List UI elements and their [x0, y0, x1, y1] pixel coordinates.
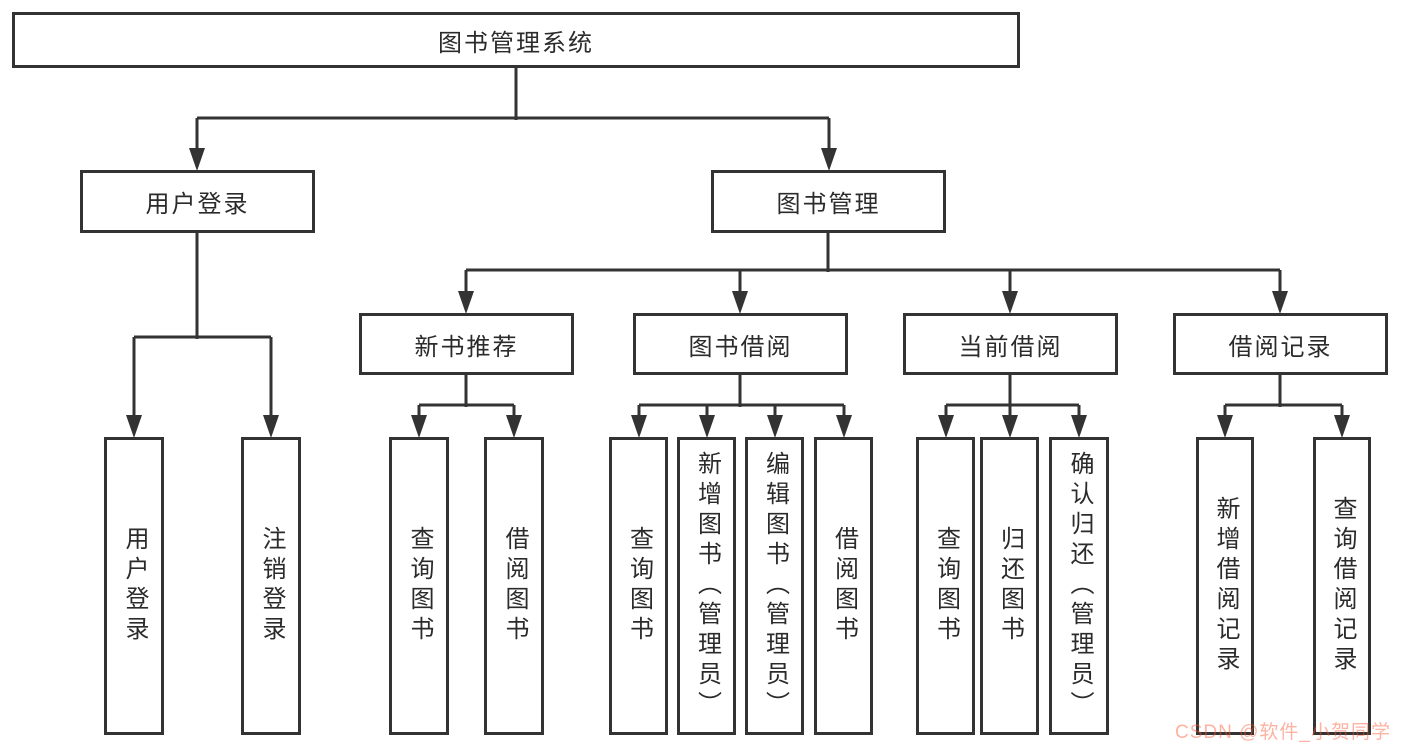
node-borrowing-records-label: 借阅记录: [1228, 333, 1333, 361]
node-library-management-system: 图书管理系统: [12, 12, 1020, 68]
leaf-bb-borrow-books-label: 借阅图书: [830, 526, 858, 646]
node-new-book-recommendation: 新书推荐: [359, 313, 574, 375]
leaf-logout: 注销登录: [241, 437, 301, 735]
leaf-bb-borrow-books: 借阅图书: [814, 437, 873, 735]
leaf-bb-edit-books-admin-label: 编辑图书（管理员）: [761, 451, 789, 721]
node-book-management-label: 图书管理: [776, 191, 881, 218]
node-book-management: 图书管理: [711, 170, 946, 233]
node-book-borrowing: 图书借阅: [633, 313, 848, 375]
leaf-user-login: 用户登录: [104, 437, 164, 735]
csdn-watermark: CSDN @软件_小贺同学: [1175, 722, 1391, 743]
leaf-cb-confirm-return-admin: 确认归还（管理员）: [1049, 437, 1109, 735]
leaf-bb-query-books-label: 查询图书: [625, 526, 653, 646]
leaf-bb-edit-books-admin: 编辑图书（管理员）: [745, 437, 804, 735]
leaf-br-add-record-label: 新增借阅记录: [1212, 496, 1239, 676]
node-user-login-label: 用户登录: [145, 191, 250, 218]
node-current-borrowing: 当前借阅: [903, 313, 1118, 375]
node-new-book-recommendation-label: 新书推荐: [414, 333, 519, 361]
leaf-nbr-query-books: 查询图书: [389, 437, 449, 735]
leaf-nbr-query-books-label: 查询图书: [406, 526, 433, 646]
leaf-br-query-record-label: 查询借阅记录: [1329, 496, 1356, 676]
leaf-nbr-borrow-books-label: 借阅图书: [501, 526, 528, 646]
node-current-borrowing-label: 当前借阅: [958, 333, 1063, 361]
leaf-bb-query-books: 查询图书: [609, 437, 668, 735]
arrowhead-icons: [126, 148, 1350, 438]
leaf-br-query-record: 查询借阅记录: [1313, 437, 1371, 735]
leaf-nbr-borrow-books: 借阅图书: [484, 437, 544, 735]
leaf-cb-return-books: 归还图书: [980, 437, 1039, 735]
leaf-br-add-record: 新增借阅记录: [1196, 437, 1254, 735]
leaf-user-login-label: 用户登录: [121, 526, 148, 646]
leaf-cb-return-books-label: 归还图书: [996, 526, 1024, 646]
leaf-bb-add-books-admin: 新增图书（管理员）: [677, 437, 736, 735]
leaf-logout-label: 注销登录: [258, 526, 285, 646]
leaf-bb-add-books-admin-label: 新增图书（管理员）: [693, 451, 721, 721]
node-book-borrowing-label: 图书借阅: [688, 333, 793, 361]
leaf-cb-query-books-label: 查询图书: [932, 526, 960, 646]
node-user-login: 用户登录: [80, 170, 315, 233]
node-library-management-system-label: 图书管理系统: [438, 29, 594, 57]
node-borrowing-records: 借阅记录: [1173, 313, 1388, 375]
leaf-cb-query-books: 查询图书: [916, 437, 975, 735]
leaf-cb-confirm-return-admin-label: 确认归还（管理员）: [1066, 451, 1093, 721]
